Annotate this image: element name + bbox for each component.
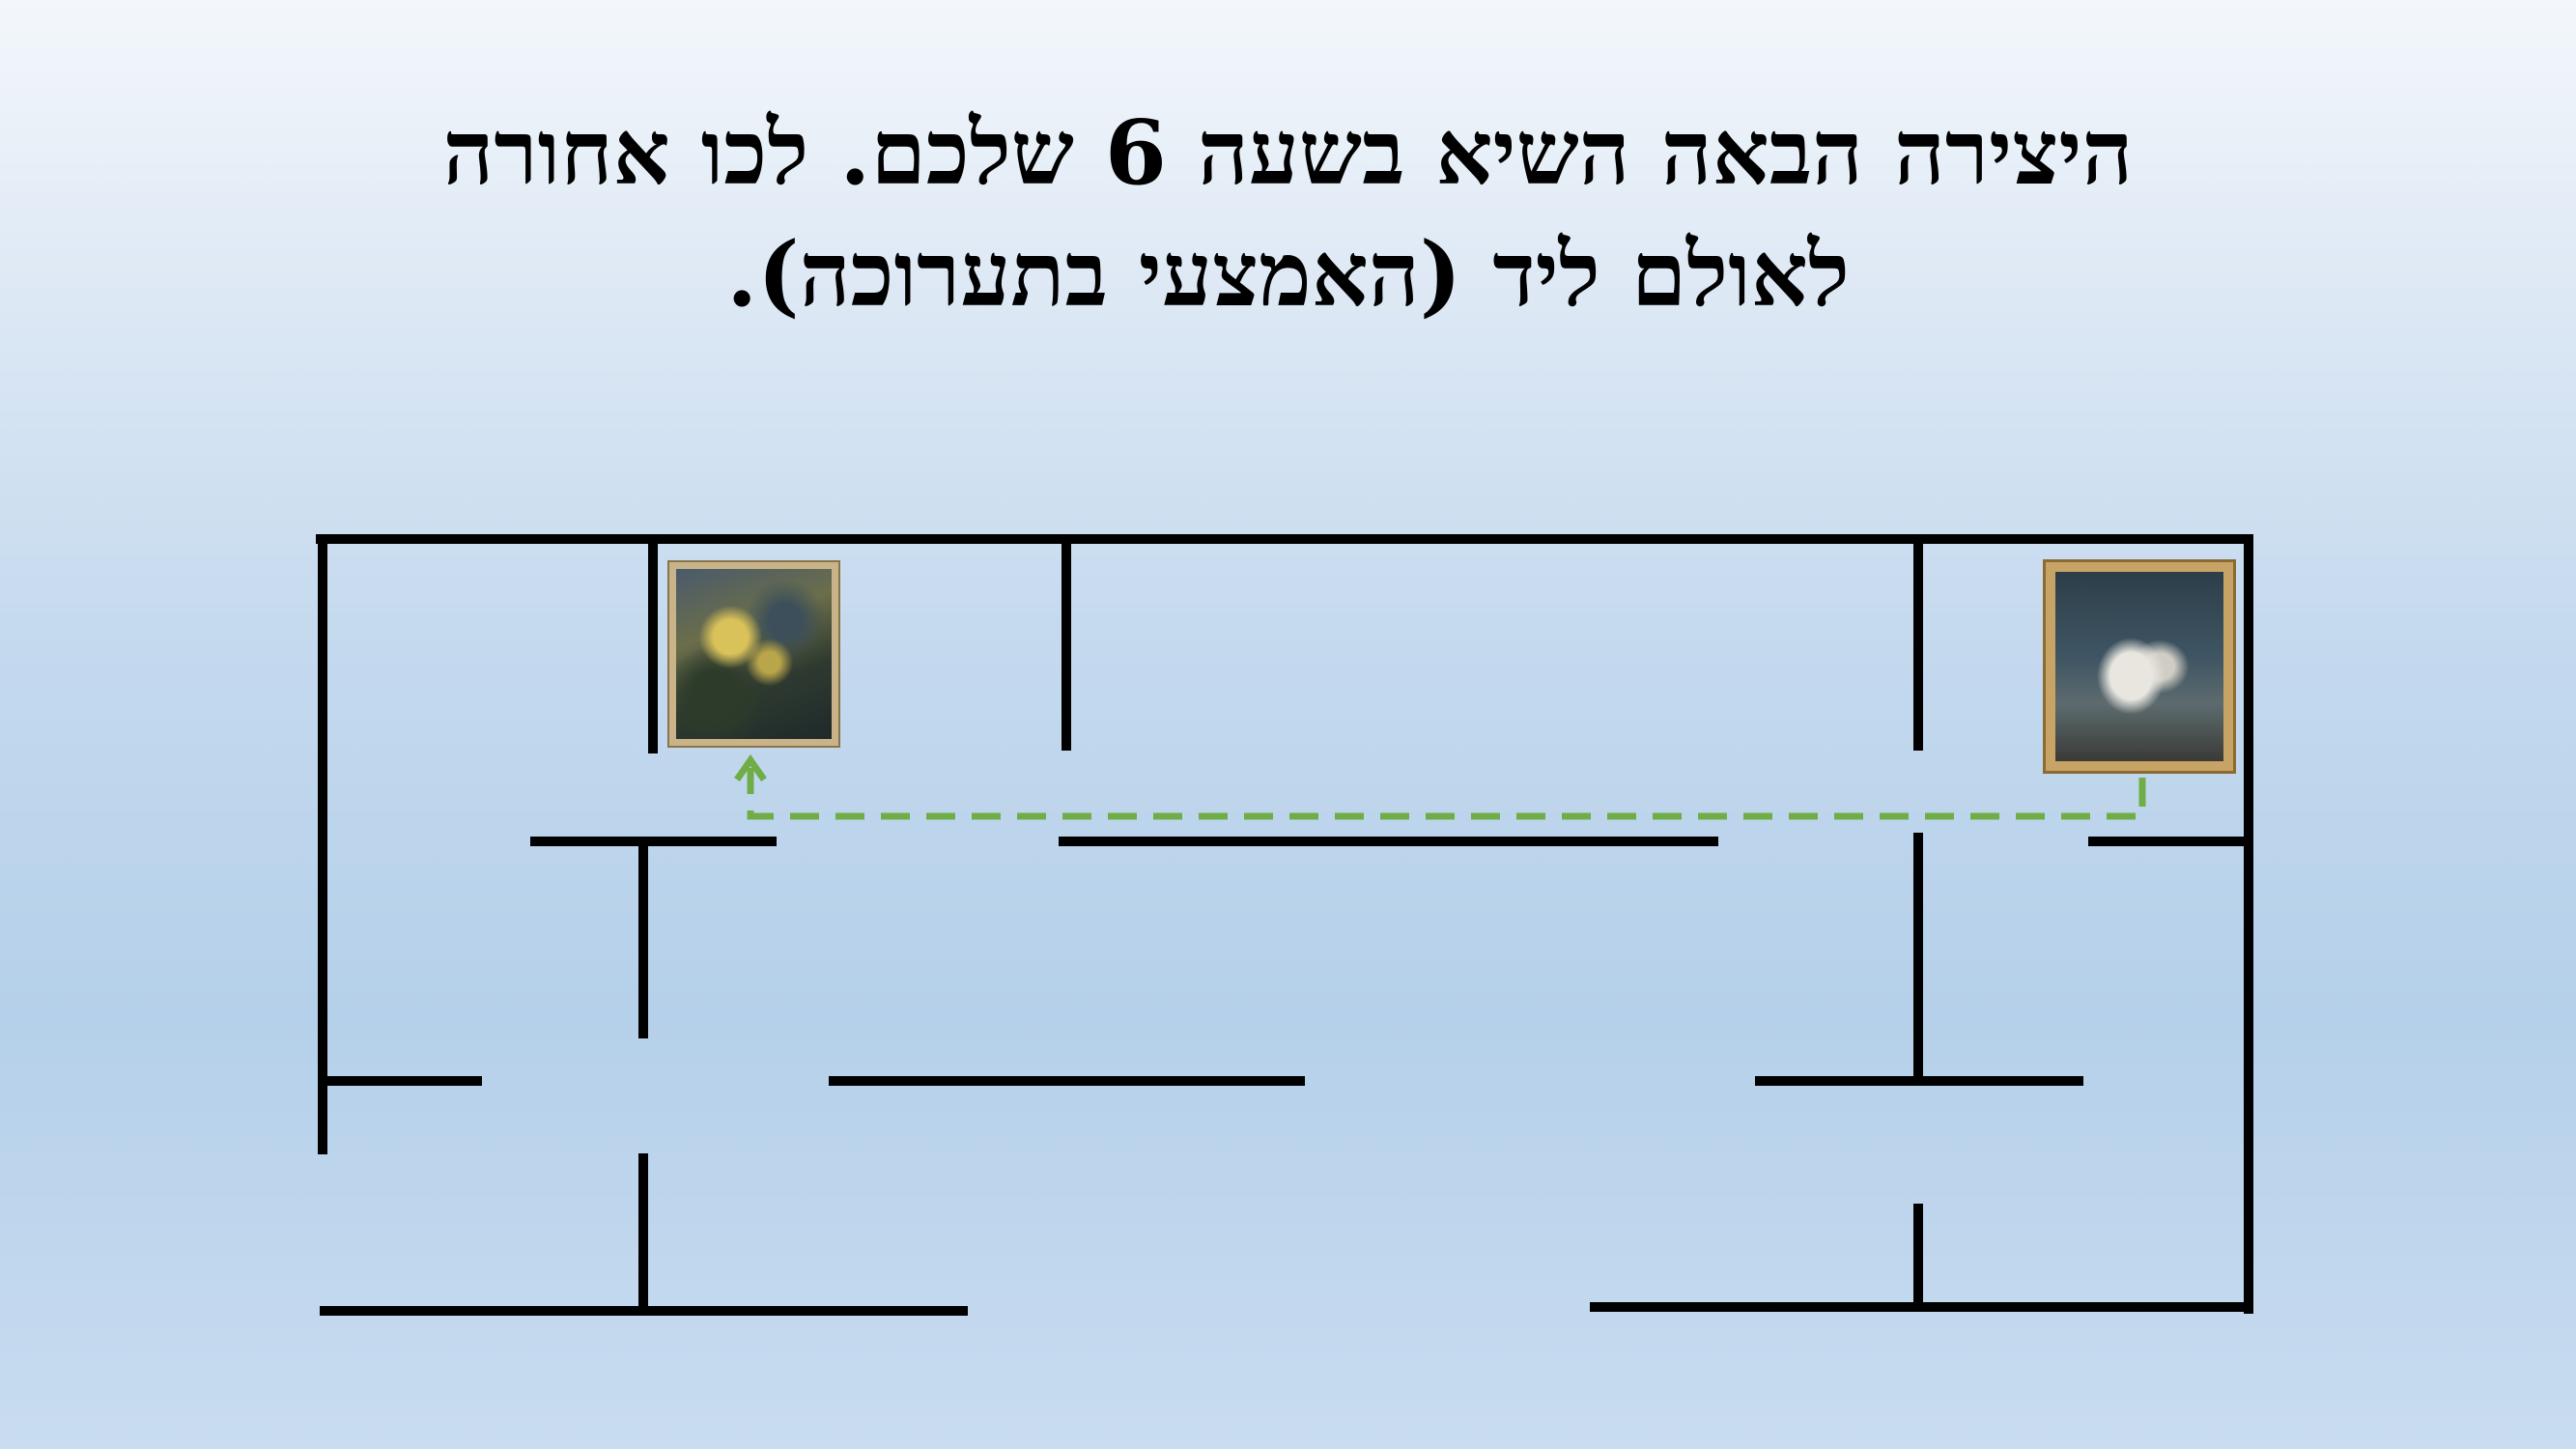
battle-painting (667, 560, 840, 748)
route-arrow-head-icon (734, 753, 767, 782)
title-line-2: לאולם ליד (האמצעי בתערוכה). (726, 222, 1850, 327)
walls (316, 534, 2253, 1316)
horses-painting (2043, 559, 2236, 774)
title-line-1: היצירה הבאה השיא בשעה 6 שלכם. לכו אחורה (442, 100, 2134, 205)
route (734, 753, 2146, 820)
slide-title: היצירה הבאה השיא בשעה 6 שלכם. לכו אחורה … (0, 92, 2576, 335)
route-dashed-line (747, 768, 2146, 820)
